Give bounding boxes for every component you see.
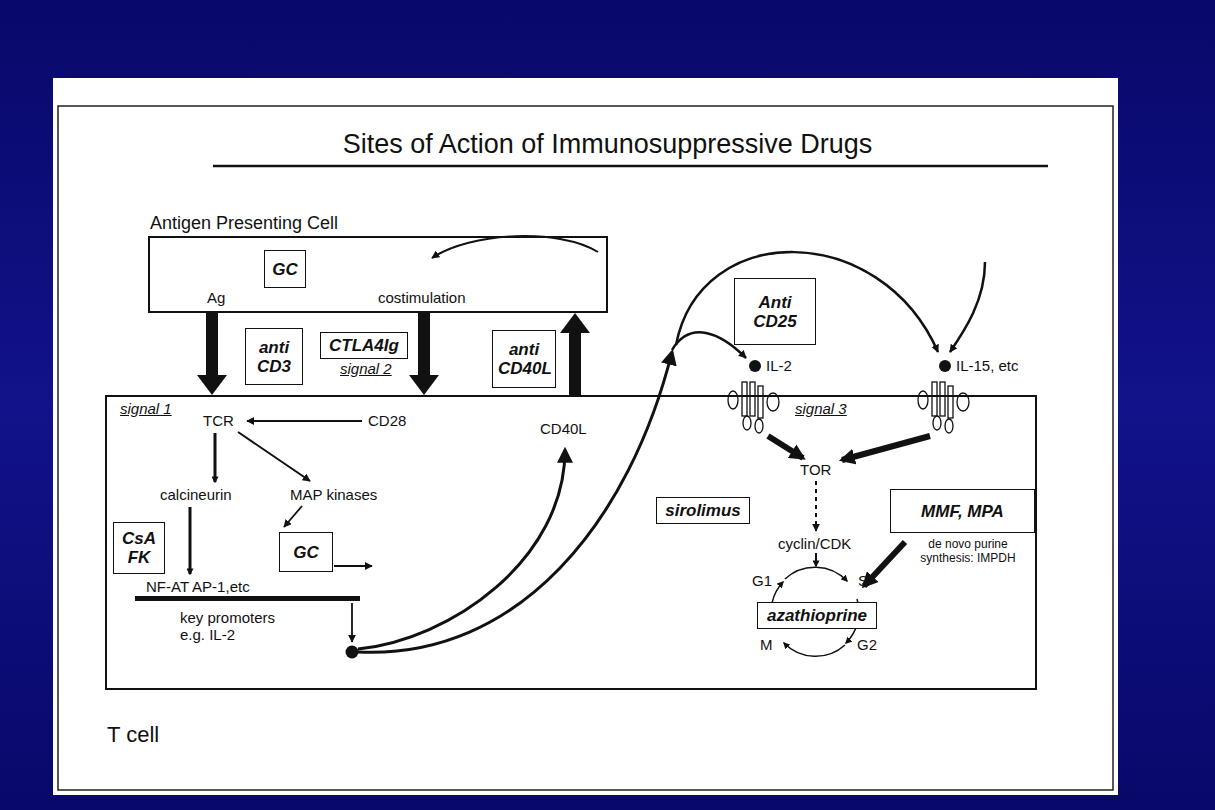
molecule-label: TOR — [800, 461, 831, 478]
drug-box: sirolimus — [656, 497, 750, 524]
promoter-bar — [135, 596, 360, 601]
drug-name: MMF, MPA — [921, 502, 1004, 521]
drug-box: CTLA4Ig — [320, 332, 408, 359]
drug-box: GC — [279, 532, 333, 572]
molecule-label: IL-2 — [766, 357, 792, 374]
drug-box: MMF, MPA — [890, 489, 1035, 533]
drug-box: CsA FK — [113, 522, 165, 574]
feedback-arrow — [432, 236, 598, 258]
drug-box: azathioprine — [757, 602, 877, 629]
cd40l-arrow — [560, 313, 590, 395]
signal3-arrow-left — [768, 436, 803, 458]
molecule-label: G2 — [857, 636, 877, 653]
drug-box: GC — [264, 250, 306, 288]
il15-ligand — [939, 360, 951, 372]
cd40l-curve — [358, 450, 565, 649]
drug-name: sirolimus — [665, 501, 741, 520]
cell-heading: T cell — [107, 722, 159, 748]
signal3-arrow-right — [842, 436, 930, 460]
figure-frame — [58, 106, 1113, 790]
il2-receptor — [728, 382, 779, 433]
molecule-label: cyclin/CDK — [778, 535, 851, 552]
drug-box: anti CD3 — [245, 328, 303, 385]
drug-name: CTLA4Ig — [329, 336, 399, 355]
molecule-label: CD40L — [540, 420, 587, 437]
molecule-label: Ag — [207, 289, 225, 306]
il15-arrow — [950, 262, 985, 352]
gc-arrow — [334, 565, 372, 567]
drug-name: anti CD3 — [251, 338, 297, 376]
il2-ligand — [749, 360, 761, 372]
molecule-label: S — [858, 572, 868, 589]
tcr-calcineurin-arrow — [214, 433, 217, 482]
cell-box: T cellCsA FKGCsirolimusMMF, MPAazathiopr… — [105, 395, 1037, 690]
tor-arrow — [815, 481, 817, 531]
drug-name: GC — [272, 260, 298, 279]
signal2-arrow — [409, 313, 439, 395]
drug-name: CsA FK — [119, 529, 159, 567]
drug-box: Anti CD25 — [734, 278, 816, 345]
molecule-label: costimulation — [378, 289, 466, 306]
signal-label: signal 3 — [795, 400, 847, 417]
molecule-label: IL-15, etc — [956, 357, 1019, 374]
molecule-label: G1 — [752, 572, 772, 589]
signal-label: signal 2 — [340, 360, 392, 377]
drug-box: anti CD40L — [492, 330, 556, 388]
impdh-arrow — [864, 542, 905, 586]
calcineurin-nfat-arrow — [189, 507, 192, 574]
drug-name: azathioprine — [767, 606, 867, 625]
molecule-label: MAP kinases — [290, 486, 377, 503]
drug-name: Anti CD25 — [740, 293, 810, 331]
tcr-map-arrow — [238, 432, 310, 481]
cdk-arrow — [815, 553, 817, 566]
signal1-arrow — [197, 313, 227, 395]
il15-arc — [676, 252, 938, 352]
il15-receptor — [918, 382, 969, 433]
drug-name: GC — [293, 543, 319, 562]
molecule-label: M — [760, 636, 773, 653]
signal-label: signal 1 — [120, 400, 172, 417]
title-underline — [213, 165, 1048, 168]
il2-curve — [358, 352, 672, 652]
promoter-arrow — [351, 603, 353, 642]
molecule-label: CD28 — [368, 412, 406, 429]
map-gc-arrow — [284, 506, 302, 527]
molecule-label: TCR — [203, 412, 234, 429]
gene-dot — [346, 646, 359, 659]
diagram-title: Sites of Action of Immunosuppressive Dru… — [0, 129, 1215, 159]
cell-heading: Antigen Presenting Cell — [150, 213, 338, 234]
molecule-label: calcineurin — [160, 486, 232, 503]
white-panel — [53, 78, 1118, 795]
cd28-arrow — [247, 420, 362, 422]
molecule-label: NF-AT AP-1,etc — [146, 578, 250, 595]
molecule-label: key promoters e.g. IL-2 — [180, 609, 288, 643]
drug-name: anti CD40L — [498, 340, 550, 378]
molecule-label: de novo purine synthesis: IMPDH — [912, 537, 1024, 565]
